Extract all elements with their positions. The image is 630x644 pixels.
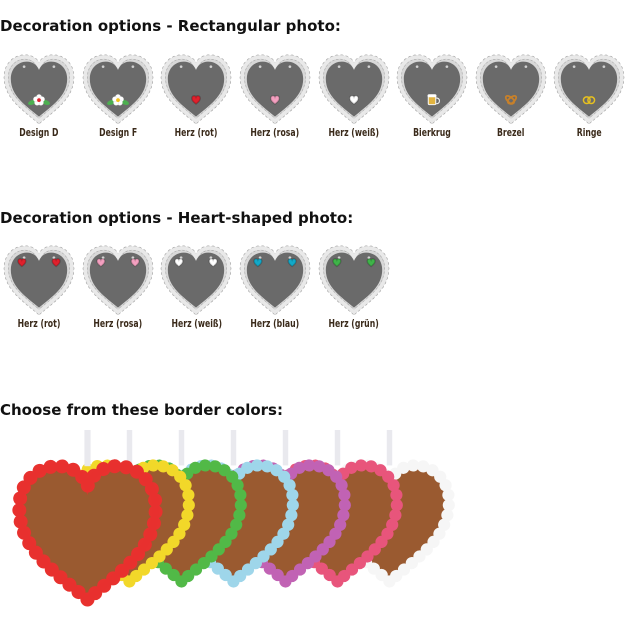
gingerbread-heart-icon (82, 245, 154, 315)
gingerbread-heart-icon (239, 245, 311, 315)
gingerbread-heart-icon (475, 54, 547, 124)
gingerbread-heart-icon (318, 54, 390, 124)
option-label: Bierkrug (413, 127, 452, 139)
option-label: Herz (grün) (328, 318, 379, 330)
option-label: Herz (rosa) (93, 318, 143, 330)
gingerbread-heart-icon (318, 245, 390, 315)
gingerbread-heart-icon (82, 54, 154, 124)
option-label: Herz (weiß) (328, 127, 379, 139)
border-section-title: Choose from these border colors: (0, 401, 283, 419)
option-label: Design F (98, 127, 137, 139)
heart-decoration-options: Herz (rot) Herz (rosa) Herz (weiß) Herz (bl… (0, 245, 393, 330)
gingerbread-heart-icon (3, 54, 75, 124)
border-heart-red (12, 430, 163, 609)
rect-option-1: Design F (79, 54, 158, 139)
gingerbread-heart-icon (3, 245, 75, 315)
option-label: Ringe (576, 127, 602, 139)
heart-option-0: Herz (rot) (0, 245, 79, 330)
gingerbread-heart-icon (161, 245, 232, 315)
heart-section-title: Decoration options - Heart-shaped photo: (0, 209, 354, 227)
heart-option-3: Herz (blau) (236, 245, 315, 330)
option-label: Herz (rosa) (250, 127, 300, 139)
option-label: Herz (rot) (175, 127, 218, 139)
rect-section-title: Decoration options - Rectangular photo: (0, 17, 341, 35)
gingerbread-heart-icon (554, 54, 625, 124)
heart-option-1: Herz (rosa) (79, 245, 158, 330)
gingerbread-heart-icon (396, 54, 468, 124)
rect-decoration-options: Design D Design F Herz (rot) Herz (rosa) Her… (0, 54, 629, 139)
border-colors-image (12, 430, 455, 609)
option-label: Brezel (497, 127, 525, 139)
rect-option-6: Brezel (472, 54, 551, 139)
rect-option-2: Herz (rot) (157, 54, 236, 139)
rect-option-7: Ringe (550, 54, 629, 139)
rect-option-0: Design D (0, 54, 79, 139)
option-label: Herz (weiß) (171, 318, 222, 330)
heart-option-4: Herz (grün) (314, 245, 393, 330)
option-label: Herz (blau) (250, 318, 300, 330)
gingerbread-heart-icon (161, 54, 232, 124)
rect-option-4: Herz (weiß) (314, 54, 393, 139)
option-label: Herz (rot) (17, 318, 61, 330)
rect-option-5: Bierkrug (393, 54, 472, 139)
option-label: Design D (19, 127, 59, 139)
gingerbread-heart-icon (239, 54, 311, 124)
rect-option-3: Herz (rosa) (236, 54, 315, 139)
heart-option-2: Herz (weiß) (157, 245, 236, 330)
